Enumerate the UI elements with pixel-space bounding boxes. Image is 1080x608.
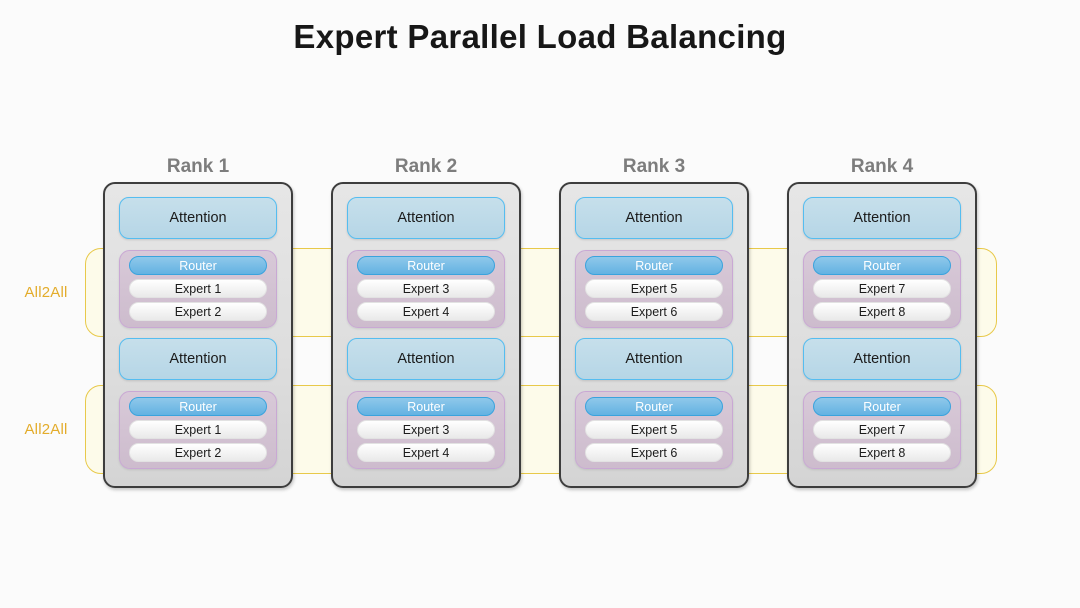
expert-block: Expert 1: [129, 279, 267, 298]
expert-block: Expert 8: [813, 302, 951, 321]
expert-block: Expert 3: [357, 279, 495, 298]
router-block: Router: [585, 397, 723, 416]
expert-block: Expert 6: [585, 302, 723, 321]
rank-card-4: Attention Router Expert 7 Expert 8 Atten…: [787, 182, 977, 488]
attention-block: Attention: [347, 197, 505, 239]
moe-block: Router Expert 3 Expert 4: [347, 250, 505, 328]
rank-label-3: Rank 3: [622, 156, 686, 177]
rank-label-4: Rank 4: [850, 156, 914, 177]
rank-card-3: Attention Router Expert 5 Expert 6 Atten…: [559, 182, 749, 488]
attention-block: Attention: [347, 338, 505, 380]
expert-block: Expert 3: [357, 420, 495, 439]
expert-block: Expert 2: [129, 443, 267, 462]
all2all-label-top: All2All: [24, 284, 68, 301]
attention-block: Attention: [575, 197, 733, 239]
page-title: Expert Parallel Load Balancing: [293, 18, 787, 55]
moe-block: Router Expert 1 Expert 2: [119, 391, 277, 469]
rank-label-2: Rank 2: [394, 156, 458, 177]
expert-block: Expert 2: [129, 302, 267, 321]
all2all-label-bottom: All2All: [24, 421, 68, 438]
router-block: Router: [357, 397, 495, 416]
router-block: Router: [357, 256, 495, 275]
rank-column-1: Rank 1 Attention Router Expert 1 Expert …: [103, 156, 293, 488]
rank-label-1: Rank 1: [166, 156, 230, 177]
expert-block: Expert 1: [129, 420, 267, 439]
moe-block: Router Expert 1 Expert 2: [119, 250, 277, 328]
expert-block: Expert 5: [585, 279, 723, 298]
attention-block: Attention: [119, 197, 277, 239]
expert-block: Expert 7: [813, 420, 951, 439]
router-block: Router: [585, 256, 723, 275]
router-block: Router: [813, 256, 951, 275]
rank-card-2: Attention Router Expert 3 Expert 4 Atten…: [331, 182, 521, 488]
attention-block: Attention: [803, 338, 961, 380]
expert-block: Expert 8: [813, 443, 951, 462]
attention-block: Attention: [575, 338, 733, 380]
rank-card-1: Attention Router Expert 1 Expert 2 Atten…: [103, 182, 293, 488]
rank-column-3: Rank 3 Attention Router Expert 5 Expert …: [559, 156, 749, 488]
expert-block: Expert 7: [813, 279, 951, 298]
expert-block: Expert 5: [585, 420, 723, 439]
expert-block: Expert 6: [585, 443, 723, 462]
router-block: Router: [129, 256, 267, 275]
moe-block: Router Expert 7 Expert 8: [803, 391, 961, 469]
moe-block: Router Expert 7 Expert 8: [803, 250, 961, 328]
router-block: Router: [129, 397, 267, 416]
attention-block: Attention: [119, 338, 277, 380]
expert-block: Expert 4: [357, 302, 495, 321]
moe-block: Router Expert 3 Expert 4: [347, 391, 505, 469]
attention-block: Attention: [803, 197, 961, 239]
moe-block: Router Expert 5 Expert 6: [575, 250, 733, 328]
rank-column-4: Rank 4 Attention Router Expert 7 Expert …: [787, 156, 977, 488]
expert-block: Expert 4: [357, 443, 495, 462]
router-block: Router: [813, 397, 951, 416]
rank-column-2: Rank 2 Attention Router Expert 3 Expert …: [331, 156, 521, 488]
moe-block: Router Expert 5 Expert 6: [575, 391, 733, 469]
